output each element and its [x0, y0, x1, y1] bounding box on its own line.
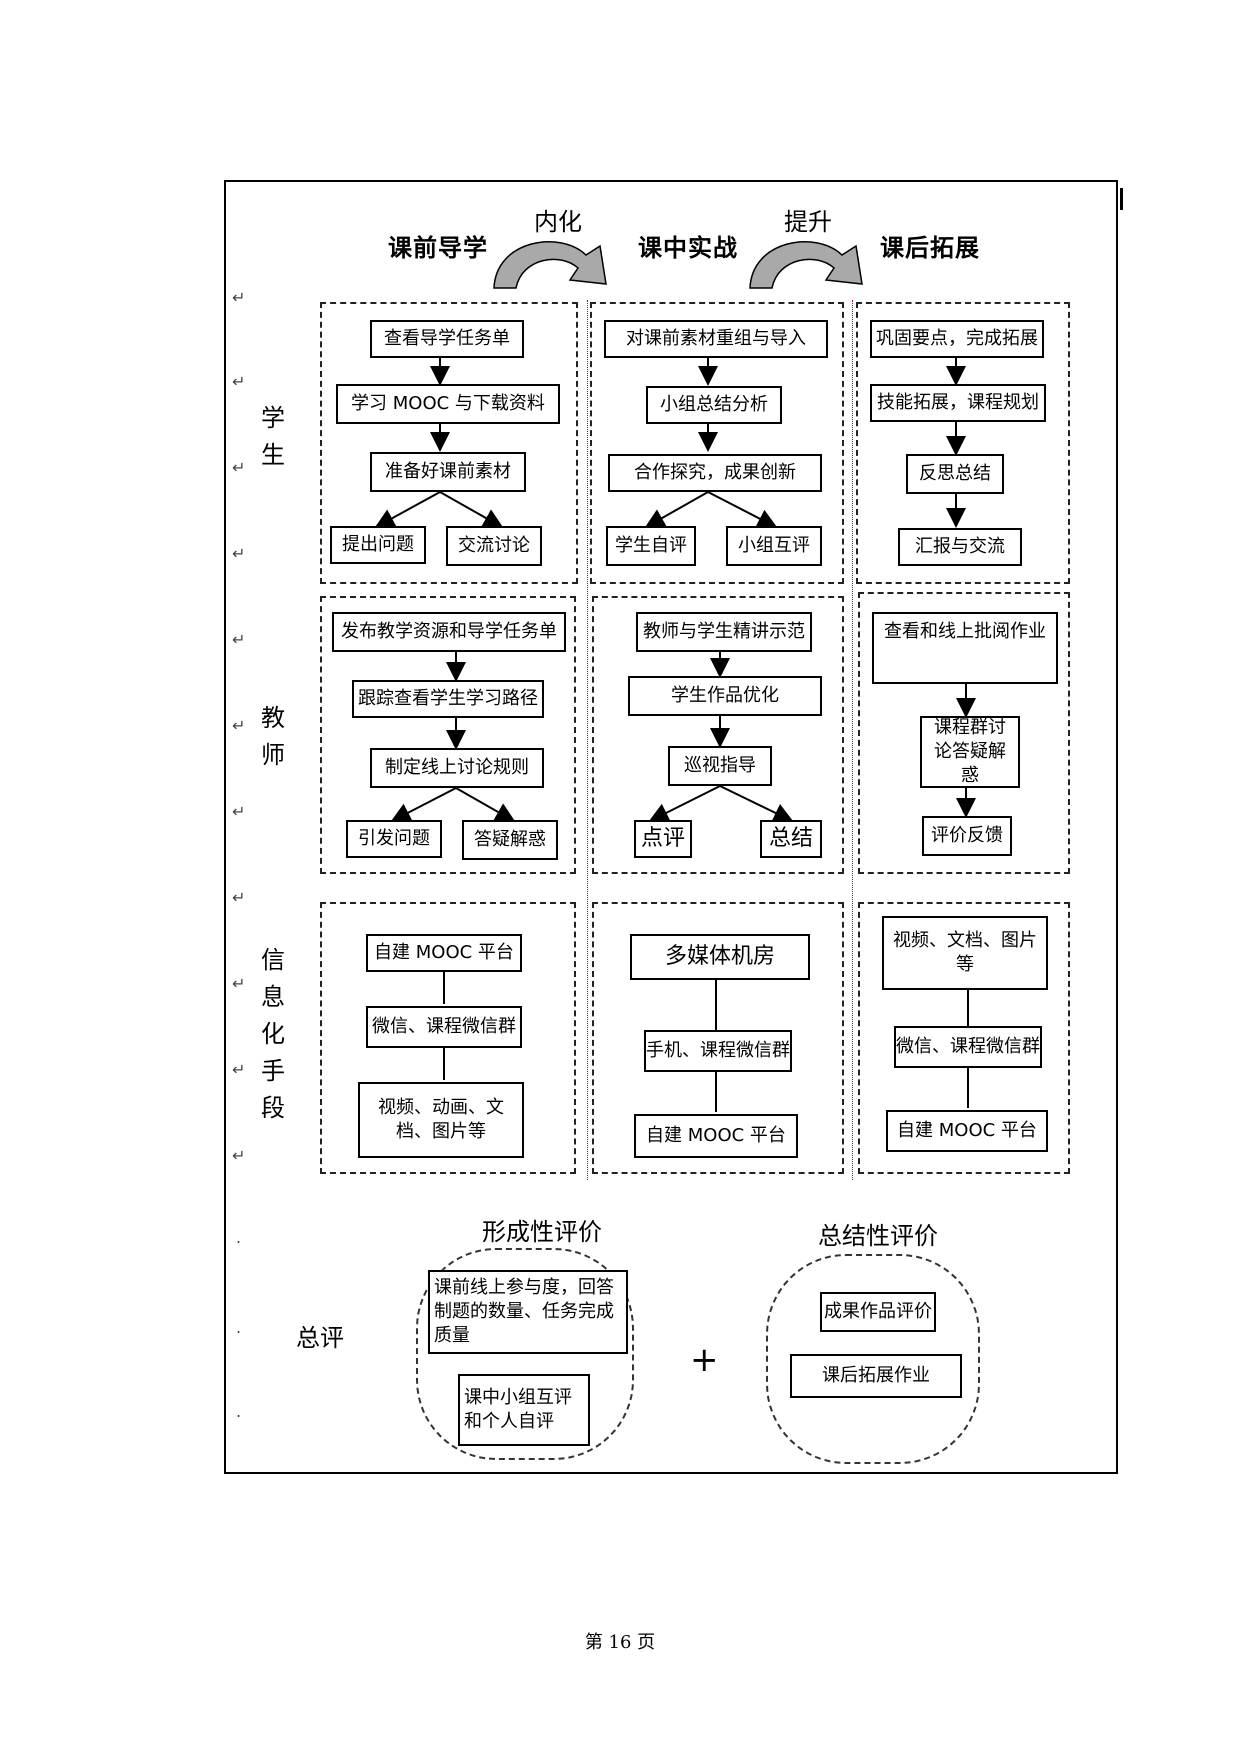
step-consolidate-extend: 巩固要点，完成拓展 — [870, 320, 1044, 358]
paragraph-mark: ↵ — [232, 544, 246, 563]
section-teacher-pre — [320, 596, 576, 874]
step-report-exchange: 汇报与交流 — [898, 528, 1022, 566]
transition-improve: 提升 — [784, 208, 832, 236]
step-group-summary: 小组总结分析 — [646, 386, 782, 424]
tool-media-files: 视频、动画、文档、图片等 — [358, 1082, 524, 1158]
step-patrol-guidance: 巡视指导 — [668, 746, 772, 786]
paragraph-mark: ↵ — [232, 716, 246, 735]
summative-eval-group — [766, 1254, 980, 1464]
section-teacher-in — [592, 596, 844, 874]
step-publish-resources: 发布教学资源和导学任务单 — [332, 612, 566, 652]
summative-eval-title: 总结性评价 — [818, 1222, 938, 1250]
step-group-evaluation: 小组互评 — [726, 526, 822, 566]
tool-mooc-platform: 自建 MOOC 平台 — [366, 934, 522, 972]
phase-post-class: 课后拓展 — [880, 234, 980, 262]
formative-item-pre-class: 课前线上参与度，回答制题的数量、任务完成质量 — [428, 1270, 628, 1354]
curved-arrow-icon — [493, 241, 607, 289]
formative-eval-group — [416, 1248, 634, 1460]
section-info-post — [858, 902, 1070, 1174]
paragraph-mark: ↵ — [232, 974, 246, 993]
step-track-learning-path: 跟踪查看学生学习路径 — [352, 680, 544, 718]
tool-wechat-group-post: 微信、课程微信群 — [894, 1026, 1042, 1068]
step-reflect-summary: 反思总结 — [906, 454, 1004, 494]
curved-arrow-icon — [749, 241, 863, 289]
step-prepare-materials: 准备好课前素材 — [370, 452, 526, 492]
step-review-homework: 查看和线上批阅作业 — [872, 612, 1058, 684]
tool-wechat-group: 微信、课程微信群 — [366, 1006, 522, 1048]
step-answer-questions: 答疑解惑 — [462, 820, 558, 860]
plus-sign: + — [690, 1340, 719, 1380]
summative-item-works: 成果作品评价 — [820, 1292, 936, 1332]
paragraph-mark: ↵ — [232, 1060, 246, 1079]
transition-internalize: 内化 — [534, 208, 582, 236]
section-info-in — [592, 902, 844, 1174]
row-label-info-means: 信息化手段 — [261, 946, 285, 1122]
paragraph-mark: . — [236, 1228, 242, 1247]
step-ask-questions: 提出问题 — [330, 526, 426, 564]
paragraph-mark: ↵ — [232, 458, 246, 477]
step-comment: 点评 — [634, 820, 692, 858]
row-label-student: 学生 — [261, 404, 285, 469]
step-evaluation-feedback: 评价反馈 — [922, 816, 1012, 856]
section-info-pre — [320, 902, 576, 1174]
paragraph-mark: ↵ — [232, 802, 246, 821]
column-divider — [587, 300, 588, 1180]
paragraph-mark: ↵ — [232, 888, 246, 907]
section-student-post — [856, 302, 1070, 584]
paragraph-mark: ↵ — [232, 630, 246, 649]
step-demonstration: 教师与学生精讲示范 — [636, 612, 812, 652]
step-raise-questions: 引发问题 — [346, 820, 442, 858]
tool-mooc-platform-in: 自建 MOOC 平台 — [634, 1114, 798, 1158]
column-divider — [852, 300, 853, 1180]
formative-eval-title: 形成性评价 — [482, 1218, 602, 1246]
tool-video-docs: 视频、文档、图片等 — [882, 916, 1048, 990]
section-student-in — [590, 302, 844, 584]
formative-item-in-class: 课中小组互评和个人自评 — [458, 1374, 590, 1446]
phase-pre-class: 课前导学 — [388, 234, 488, 262]
diagram-frame — [224, 180, 1118, 1474]
row-label-overall-eval: 总评 — [296, 1324, 344, 1352]
paragraph-mark: . — [236, 1318, 242, 1337]
step-cooperate-innovate: 合作探究，成果创新 — [608, 454, 822, 492]
tool-multimedia-lab: 多媒体机房 — [630, 934, 810, 980]
page-number: 第 16 页 — [584, 1632, 656, 1653]
paragraph-mark: . — [236, 1402, 242, 1421]
text-cursor — [1120, 188, 1123, 210]
tool-mooc-platform-post: 自建 MOOC 平台 — [886, 1110, 1048, 1152]
step-group-discussion-qa: 课程群讨论答疑解惑 — [920, 716, 1020, 788]
section-student-pre — [320, 302, 578, 584]
section-teacher-post — [858, 592, 1070, 874]
paragraph-mark: ↵ — [232, 288, 246, 307]
step-view-guide-task: 查看导学任务单 — [370, 320, 524, 358]
step-set-discussion-rules: 制定线上讨论规则 — [370, 748, 544, 788]
paragraph-mark: ↵ — [232, 1146, 246, 1165]
paragraph-mark: ↵ — [232, 372, 246, 391]
step-optimize-works: 学生作品优化 — [628, 676, 822, 716]
row-label-teacher: 教师 — [261, 704, 285, 769]
step-skill-planning: 技能拓展，课程规划 — [870, 384, 1046, 422]
step-self-evaluation: 学生自评 — [606, 526, 696, 566]
tool-phone-wechat: 手机、课程微信群 — [644, 1030, 792, 1072]
step-discussion: 交流讨论 — [446, 526, 542, 566]
phase-in-class: 课中实战 — [638, 234, 738, 262]
step-study-mooc: 学习 MOOC 与下载资料 — [336, 384, 560, 424]
step-reorganize-import: 对课前素材重组与导入 — [604, 320, 828, 358]
summative-item-homework: 课后拓展作业 — [790, 1354, 962, 1398]
step-conclude: 总结 — [760, 820, 822, 858]
